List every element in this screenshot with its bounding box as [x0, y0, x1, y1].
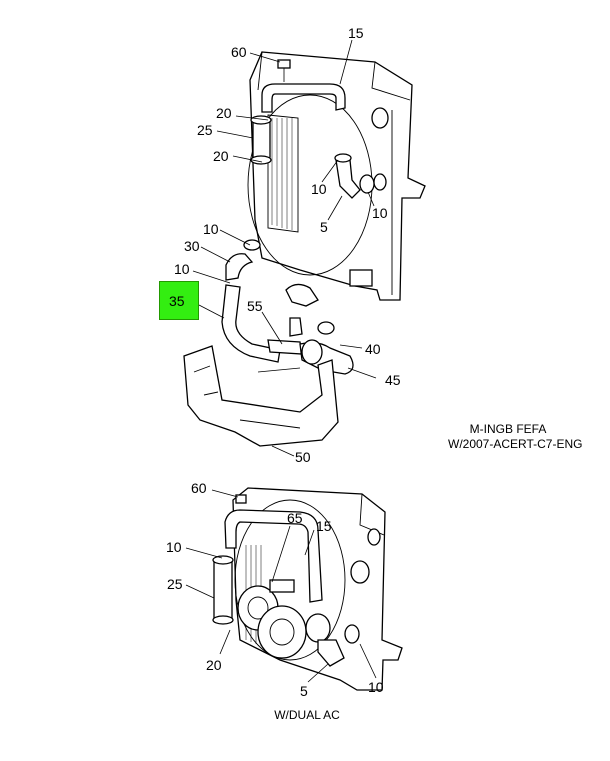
callout-10-upper-a: 10 [311, 181, 327, 197]
callout-25-upper: 25 [197, 122, 213, 138]
upper-note-line-2: W/2007-ACERT-C7-ENG [448, 437, 583, 451]
callout-60-upper: 60 [231, 44, 247, 60]
lower-elbow-5 [317, 639, 345, 667]
callout-35-label: 35 [169, 293, 185, 309]
upper-assembly [183, 51, 426, 447]
callout-10-lower-a: 10 [166, 539, 182, 555]
callout-10-upper-b: 10 [372, 205, 388, 221]
upper-assembly-note: M-INGB FEFA W/2007-ACERT-C7-ENG [448, 422, 583, 452]
callout-30-upper: 30 [184, 238, 200, 254]
callout-55-upper: 55 [247, 298, 263, 314]
callout-45-upper: 45 [385, 372, 401, 388]
callout-15-upper: 15 [348, 25, 364, 41]
callout-20-lower: 20 [206, 657, 222, 673]
callout-15-lower: 15 [316, 518, 332, 534]
upper-pipe-55 [267, 339, 303, 355]
callout-10-lower-b: 10 [368, 679, 384, 695]
callout-50-upper: 50 [295, 449, 311, 465]
callout-5-upper: 5 [320, 219, 328, 235]
upper-hose-30 [225, 253, 254, 281]
lower-assembly [212, 487, 403, 691]
callout-40-upper: 40 [365, 341, 381, 357]
upper-hose-15 [261, 83, 346, 113]
upper-radiator-core [267, 114, 299, 233]
lower-hose-25 [213, 559, 233, 621]
lower-fan-ring [234, 499, 346, 661]
callout-5-lower: 5 [300, 683, 308, 699]
lower-ac-compressors [237, 579, 331, 659]
upper-bracket-50 [183, 345, 339, 447]
callout-10-upper-c: 10 [203, 221, 219, 237]
leader-lines [185, 39, 377, 683]
highlighted-callout-35[interactable]: 35 [159, 281, 199, 320]
callout-25-lower: 25 [167, 576, 183, 592]
callout-20-upper-a: 20 [216, 105, 232, 121]
lower-assembly-note: W/DUAL AC [274, 708, 340, 722]
upper-note-line-1: M-INGB FEFA [469, 422, 547, 436]
callout-65-lower: 65 [287, 510, 303, 526]
lower-hose-15 [224, 509, 323, 603]
callout-20-upper-b: 20 [213, 148, 229, 164]
callout-10-upper-d: 10 [174, 261, 190, 277]
callout-60-lower: 60 [191, 480, 207, 496]
